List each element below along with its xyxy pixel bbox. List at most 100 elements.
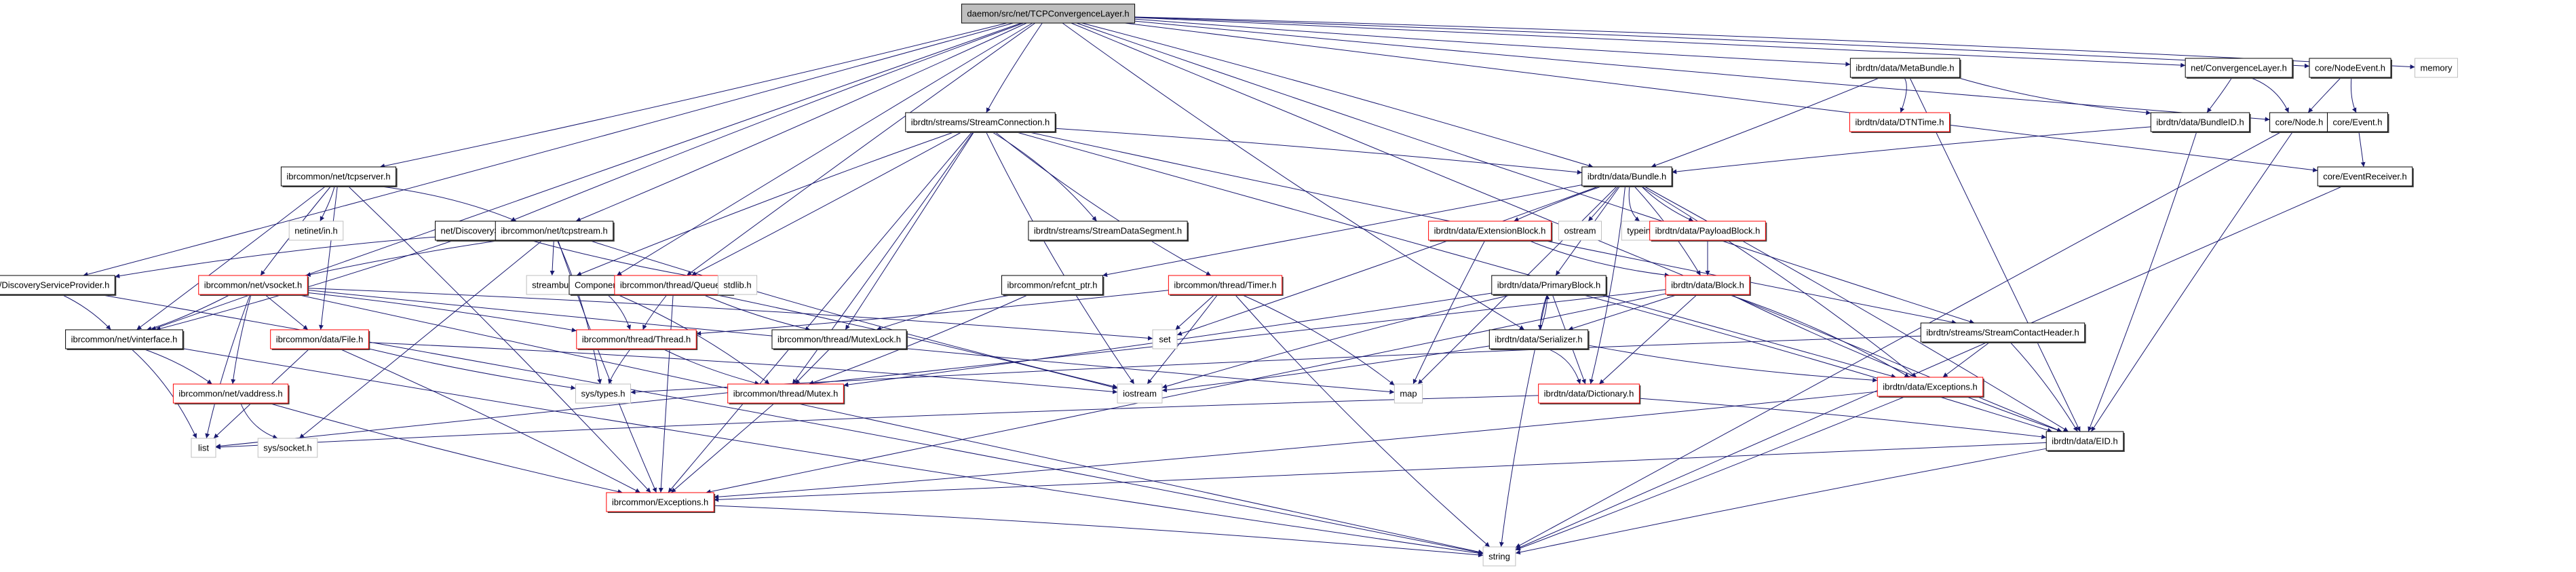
edge-queue-to-mutex-lock: [702, 294, 811, 331]
node-meta-bundle[interactable]: ibrdtn/data/MetaBundle.h: [1849, 58, 1961, 79]
edge-timer-to-iostream: [1147, 294, 1218, 385]
node-data-exceptions[interactable]: ibrdtn/data/Exceptions.h: [1877, 377, 1984, 398]
node-event[interactable]: core/Event.h: [2327, 112, 2389, 133]
edge-bundle-to-extension-block: [1514, 185, 1603, 222]
node-box: [1028, 221, 1188, 241]
node-label: ostream: [1564, 226, 1596, 236]
node-eid[interactable]: ibrdtn/data/EID.h: [2045, 431, 2125, 452]
node-mutex-lock[interactable]: ibrcommon/thread/MutexLock.h: [771, 329, 908, 350]
node-box: [1849, 112, 1950, 132]
node-box: [1428, 221, 1552, 241]
node-timer[interactable]: ibrcommon/thread/Timer.h: [1168, 275, 1284, 296]
node-vsocket[interactable]: ibrcommon/net/vsocket.h: [198, 275, 309, 296]
edge-primary-block-to-iostream: [1161, 294, 1514, 389]
node-box: [771, 329, 907, 349]
node-stream-contact-header[interactable]: ibrdtn/streams/StreamContactHeader.h: [1920, 322, 2086, 343]
edge-node-event-to-node: [2307, 77, 2342, 113]
edge-timer-to-thread: [696, 290, 1169, 336]
edge-timer-to-set: [1175, 294, 1215, 330]
edge-data-exceptions-to-common-exceptions: [714, 391, 1878, 499]
edge-root-to-memory: [1134, 16, 2415, 69]
node-node[interactable]: core/Node.h: [2269, 112, 2330, 133]
node-payload-block[interactable]: ibrdtn/data/PayloadBlock.h: [1649, 221, 1767, 242]
edge-queue-to-iostream: [714, 294, 1118, 389]
node-label: core/EventReceiver.h: [2323, 172, 2407, 182]
node-label: ibrcommon/net/vsocket.h: [204, 280, 303, 290]
node-label: ibrdtn/data/Dictionary.h: [1544, 389, 1634, 399]
node-label: ibrdtn/data/BundleID.h: [2156, 117, 2244, 128]
node-discovery-service-provider[interactable]: net/DiscoveryServiceProvider.h: [0, 275, 117, 296]
node-label: ibrdtn/data/EID.h: [2052, 436, 2118, 446]
edge-thread-to-systypes: [608, 348, 631, 385]
edge-stream-connection-to-mutex-lock: [845, 131, 975, 330]
edge-bundle-id-to-bundle: [1672, 126, 2151, 174]
node-netinet: netinet/in.h: [288, 221, 344, 241]
node-stream-data-segment[interactable]: ibrdtn/streams/StreamDataSegment.h: [1028, 221, 1189, 242]
edge-block-to-serializer: [1568, 294, 1678, 331]
node-common-exceptions[interactable]: ibrcommon/Exceptions.h: [606, 492, 716, 513]
node-root[interactable]: daemon/src/net/TCPConvergenceLayer.h: [961, 3, 1136, 24]
edge-stream-contact-header-to-data-exceptions: [1942, 341, 1991, 378]
node-stream-connection[interactable]: ibrdtn/streams/StreamConnection.h: [905, 112, 1057, 133]
node-dtntime[interactable]: ibrdtn/data/DTNTime.h: [1849, 112, 1951, 133]
edge-stream-connection-to-streambuf: [576, 131, 956, 276]
node-block[interactable]: ibrdtn/data/Block.h: [1665, 275, 1751, 296]
node-box: [65, 329, 183, 349]
node-vaddress[interactable]: ibrcommon/net/vaddress.h: [172, 383, 290, 404]
node-mutex[interactable]: ibrcommon/thread/Mutex.h: [727, 383, 845, 404]
node-box: [0, 275, 115, 295]
node-box: [270, 329, 369, 349]
node-box: [198, 275, 308, 295]
node-tcpstream[interactable]: ibrcommon/net/tcpstream.h: [495, 221, 615, 242]
edge-tcpserver-to-vinterface: [136, 185, 326, 330]
edge-vsocket-to-list: [205, 294, 251, 439]
node-dictionary[interactable]: ibrdtn/data/Dictionary.h: [1538, 383, 1641, 404]
node-queue[interactable]: ibrcommon/thread/Queue.h: [614, 275, 735, 296]
edge-vinterface-to-vaddress: [142, 348, 212, 385]
node-file[interactable]: ibrcommon/data/File.h: [270, 329, 370, 350]
edge-eid-to-common-exceptions: [714, 442, 2047, 502]
node-label: streambuf: [532, 280, 571, 290]
node-label: ibrcommon/refcnt_ptr.h: [1007, 280, 1098, 290]
node-label: ibrdtn/data/Block.h: [1671, 280, 1744, 290]
node-convergence-layer[interactable]: net/ConvergenceLayer.h: [2185, 58, 2294, 79]
node-box: [1877, 377, 1984, 397]
node-event-receiver[interactable]: core/EventReceiver.h: [2317, 166, 2414, 187]
edge-primary-block-to-eid: [1581, 294, 2053, 433]
node-label: core/NodeEvent.h: [2315, 63, 2385, 73]
node-label: set: [1159, 335, 1171, 345]
node-ostream: ostream: [1558, 221, 1602, 241]
node-vinterface[interactable]: ibrcommon/net/vinterface.h: [65, 329, 185, 350]
edge-block-to-dictionary: [1598, 294, 1698, 385]
node-thread[interactable]: ibrcommon/thread/Thread.h: [576, 329, 698, 350]
node-serializer[interactable]: ibrdtn/data/Serializer.h: [1488, 329, 1590, 350]
node-node-event[interactable]: core/NodeEvent.h: [2309, 58, 2393, 79]
edge-root-to-stream-contact-header: [1076, 22, 1975, 324]
edge-convergence-layer-to-node: [2249, 77, 2289, 113]
edge-root-to-discovery-service-provider: [83, 22, 1014, 277]
edge-node-event-to-event: [2350, 77, 2357, 113]
node-extension-block[interactable]: ibrdtn/data/ExtensionBlock.h: [1428, 221, 1553, 242]
edge-bundle-to-data-exceptions: [1640, 185, 1917, 378]
node-primary-block[interactable]: ibrdtn/data/PrimaryBlock.h: [1491, 275, 1608, 296]
edge-serializer-to-data-exceptions: [1588, 345, 1878, 383]
node-label: ibrcommon/data/File.h: [276, 335, 364, 345]
edge-event-to-event-receiver: [2358, 131, 2366, 168]
edge-node-to-string: [1515, 131, 2282, 548]
edge-tcpserver-to-tcpstream: [376, 185, 517, 222]
edge-stream-connection-to-queue: [691, 131, 963, 276]
edge-vaddress-to-common-exceptions: [268, 402, 623, 494]
node-label: ibrcommon/Exceptions.h: [612, 497, 708, 508]
node-tcpserver[interactable]: ibrcommon/net/tcpserver.h: [280, 166, 398, 187]
node-label: ibrdtn/data/MetaBundle.h: [1856, 63, 1954, 73]
node-refcnt[interactable]: ibrcommon/refcnt_ptr.h: [1001, 275, 1104, 296]
node-box: [2309, 58, 2391, 78]
edge-stream-contact-header-to-eid: [2010, 341, 2078, 432]
edge-vinterface-to-list: [130, 348, 197, 439]
edge-root-to-tcpserver: [379, 22, 1007, 168]
node-systypes: sys/types.h: [575, 383, 632, 404]
node-bundle[interactable]: ibrdtn/data/Bundle.h: [1581, 166, 1674, 187]
node-bundle-id[interactable]: ibrdtn/data/BundleID.h: [2150, 112, 2251, 133]
node-label: daemon/src/net/TCPConvergenceLayer.h: [967, 9, 1129, 19]
edge-serializer-to-primary-block: [1540, 294, 1550, 330]
